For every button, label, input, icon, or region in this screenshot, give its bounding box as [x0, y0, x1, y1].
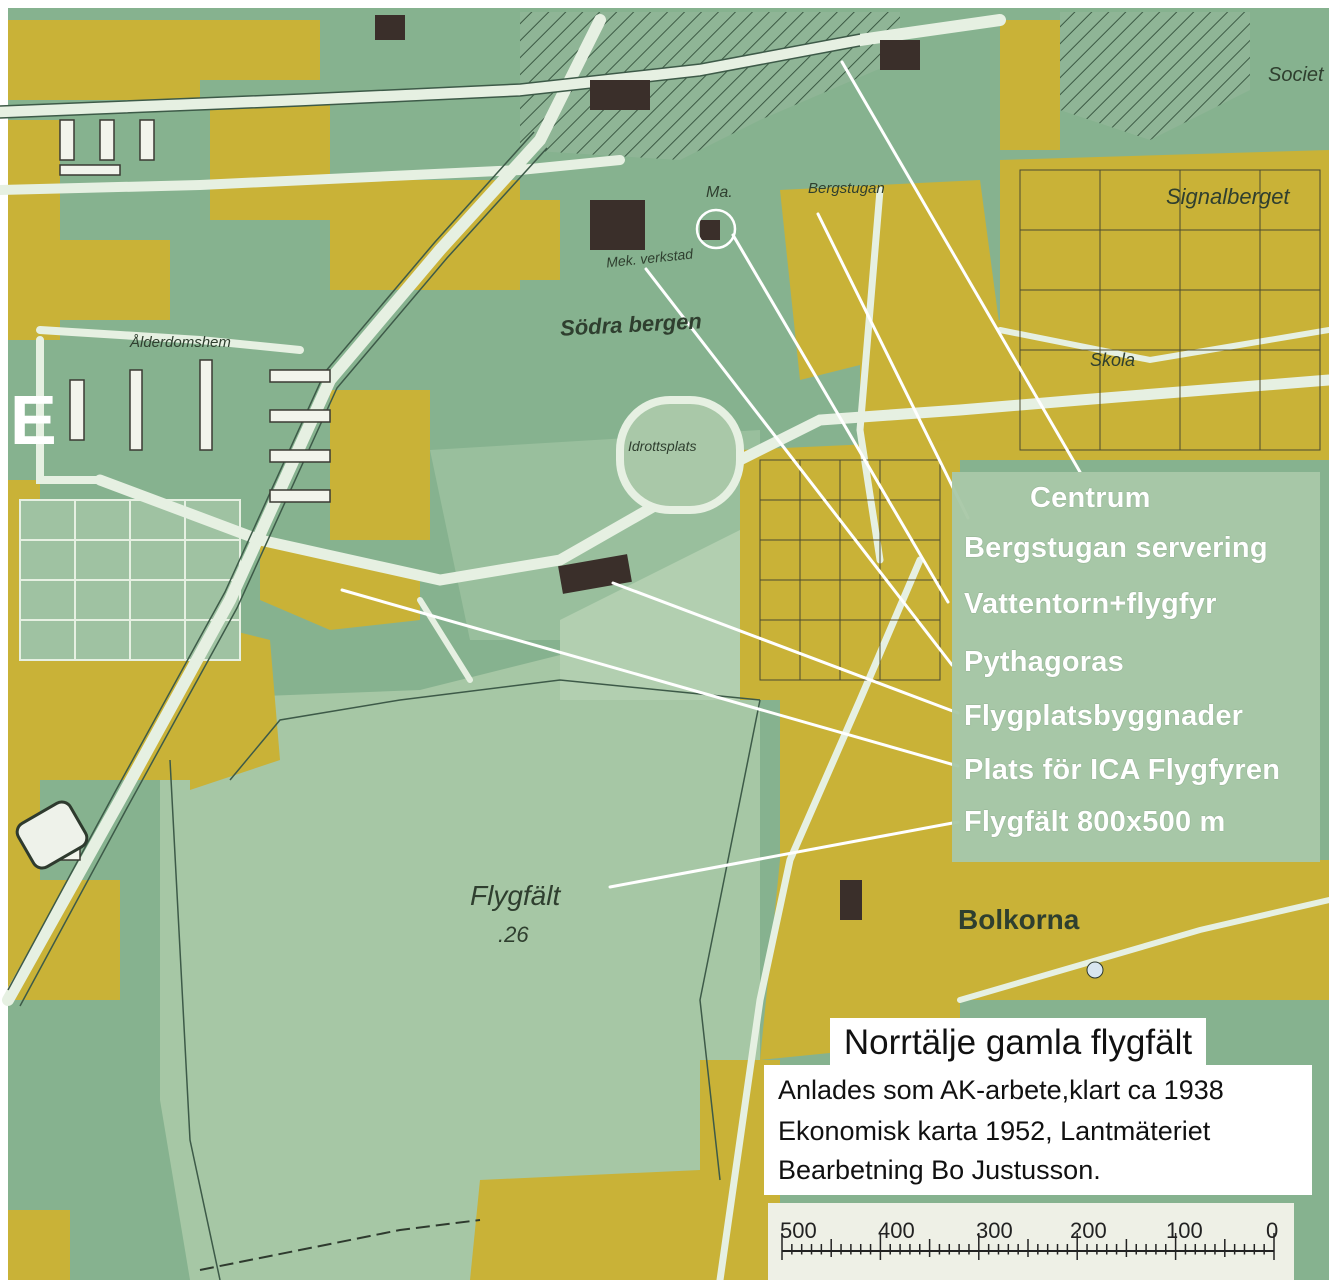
- label-bergstugan: Bergstugan: [808, 180, 885, 197]
- info-line: Bearbetning Bo Justusson.: [778, 1155, 1101, 1185]
- label-letter-e: E: [10, 381, 57, 459]
- info-box: [764, 1065, 1312, 1195]
- legend-item: Flygfält 800x500 m: [964, 806, 1226, 838]
- label-ma: Ma.: [706, 184, 733, 201]
- label-idrottsplats: Idrottsplats: [628, 438, 697, 454]
- scale-label: 300: [976, 1218, 1013, 1243]
- scale-label: 100: [1166, 1218, 1203, 1243]
- scale-bar: [768, 1203, 1294, 1280]
- label-flygfalt: Flygfält: [470, 880, 561, 911]
- road-outlines: [0, 33, 861, 1280]
- cemetery: [19, 499, 241, 661]
- scale-label: 500: [780, 1218, 817, 1243]
- label-height: .26: [498, 922, 529, 947]
- info-line: Ekonomisk karta 1952, Lantmäteriet: [778, 1116, 1211, 1146]
- info-title: Norrtälje gamla flygfält: [830, 1018, 1206, 1068]
- legend-title: Centrum: [1030, 482, 1151, 514]
- label-societet: Societ: [1268, 64, 1324, 86]
- label-bolkorna: Bolkorna: [958, 904, 1080, 935]
- legend-item: Plats för ICA Flygfyren: [964, 754, 1281, 786]
- buildings: [375, 15, 920, 920]
- leader-lines: [340, 60, 1082, 889]
- info-line: Anlades som AK-arbete,klart ca 1938: [778, 1075, 1224, 1105]
- airfield-area: [160, 640, 760, 1280]
- scale-ticks: [781, 1233, 1275, 1260]
- label-signalberget: Signalberget: [1166, 184, 1290, 209]
- legend-item: Bergstugan servering: [964, 532, 1268, 564]
- legend-panel: [952, 472, 1320, 862]
- scale-label: 400: [878, 1218, 915, 1243]
- scale-label: 200: [1070, 1218, 1107, 1243]
- legend-item: Pythagoras: [964, 646, 1124, 678]
- water-tower-marker: [695, 208, 737, 250]
- legend-item: Flygplatsbyggnader: [964, 700, 1244, 732]
- built-areas: [8, 20, 1329, 1280]
- label-skola: Skola: [1090, 350, 1136, 370]
- legend-item: Vattentorn+flygfyr: [964, 588, 1217, 620]
- sports-track: [616, 396, 744, 514]
- label-alderdomshem: Ålderdomshem: [130, 334, 231, 351]
- scale-label: 0: [1266, 1218, 1279, 1243]
